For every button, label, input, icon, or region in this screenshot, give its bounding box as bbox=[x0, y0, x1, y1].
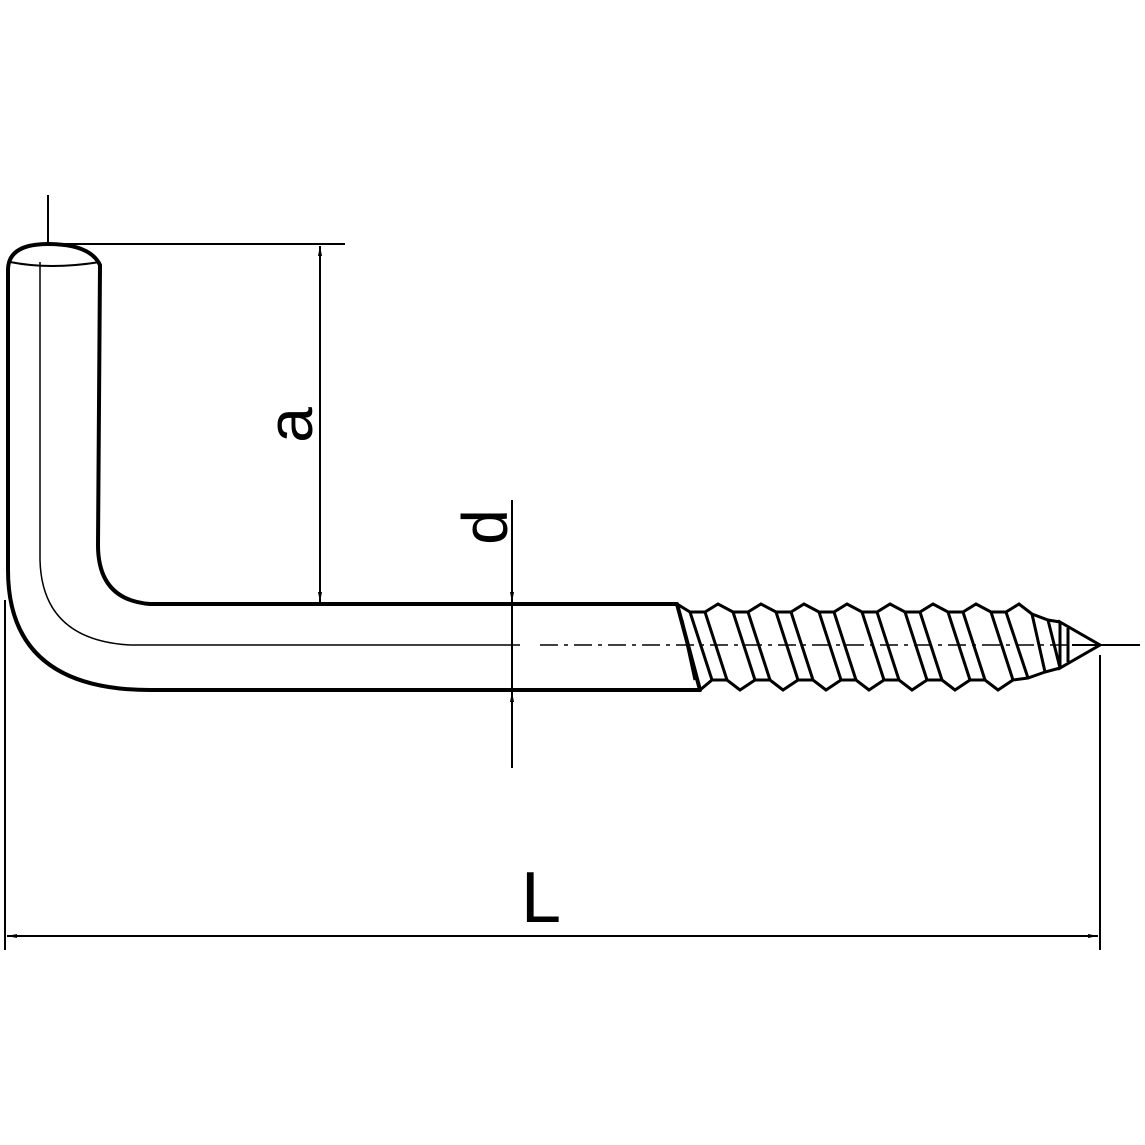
dimension-a: a bbox=[254, 246, 326, 602]
thread-helix bbox=[688, 611, 1062, 681]
thread bbox=[676, 602, 1104, 692]
dimension-l-label: L bbox=[521, 858, 561, 938]
dimension-a-label: a bbox=[254, 407, 326, 443]
hook-body bbox=[6, 242, 1075, 692]
hook-shading-line bbox=[39, 262, 520, 646]
hook-cap-curve bbox=[9, 261, 101, 267]
dimension-l: L bbox=[7, 858, 1098, 938]
extension-lines bbox=[4, 195, 1140, 950]
dimension-d-label: d bbox=[449, 509, 521, 545]
screw-tip bbox=[1058, 619, 1104, 671]
thread-root-left bbox=[680, 619, 697, 681]
thread-crests-top bbox=[676, 602, 1061, 624]
hook-outline bbox=[6, 242, 702, 692]
thread-crests-bottom bbox=[699, 666, 1061, 692]
